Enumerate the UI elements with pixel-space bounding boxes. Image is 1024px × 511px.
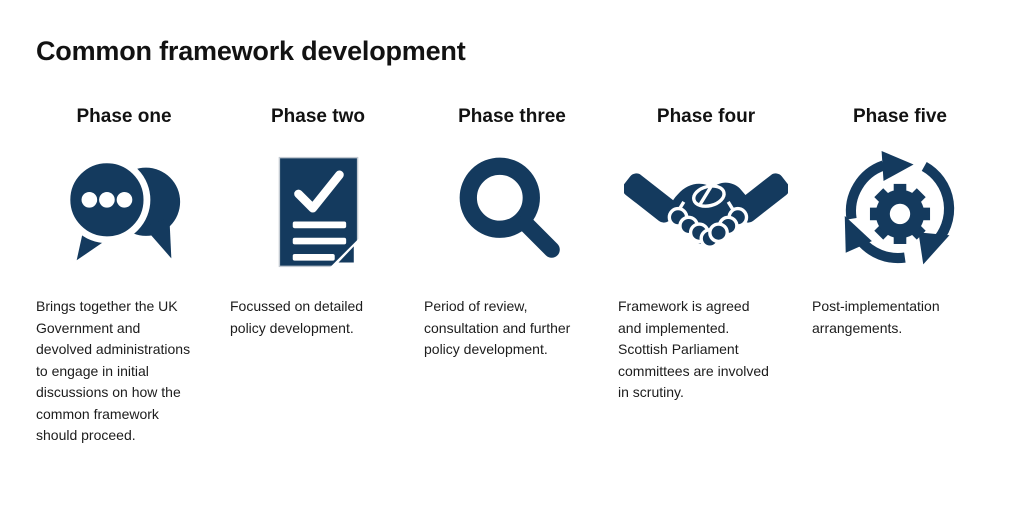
document-checklist-icon [230, 136, 406, 288]
chat-bubbles-icon [36, 136, 212, 288]
phases-row: Phase one Brings together the UK Governm… [36, 106, 988, 447]
phase-column-five: Phase five [812, 106, 988, 447]
phase-four-label: Phase four [656, 106, 756, 127]
phase-column-four: Phase four [618, 106, 794, 447]
phase-one-description: Brings together the UK Government and de… [36, 298, 191, 443]
phase-column-three: Phase three Period of review, consultati… [424, 106, 600, 447]
phase-three-label: Phase three [458, 106, 566, 127]
phase-five-description: Post-implementation arrangements. [812, 298, 940, 336]
phase-five-label: Phase five [853, 106, 947, 127]
phase-two-description: Focussed on detailed policy development. [230, 298, 364, 336]
phase-column-one: Phase one Brings together the UK Governm… [36, 106, 212, 447]
handshake-icon [618, 136, 794, 288]
magnifying-glass-icon [424, 136, 600, 288]
phase-two-label: Phase two [271, 106, 365, 127]
phase-one-label: Phase one [76, 106, 172, 127]
phase-column-two: Phase two Focussed on detailed policy de… [230, 106, 406, 447]
cycle-gear-icon [812, 136, 988, 288]
phase-four-description: Framework is agreed and implemented. Sco… [618, 298, 769, 400]
page-title: Common framework development [36, 36, 466, 66]
phase-three-description: Period of review, consultation and furth… [424, 298, 571, 357]
